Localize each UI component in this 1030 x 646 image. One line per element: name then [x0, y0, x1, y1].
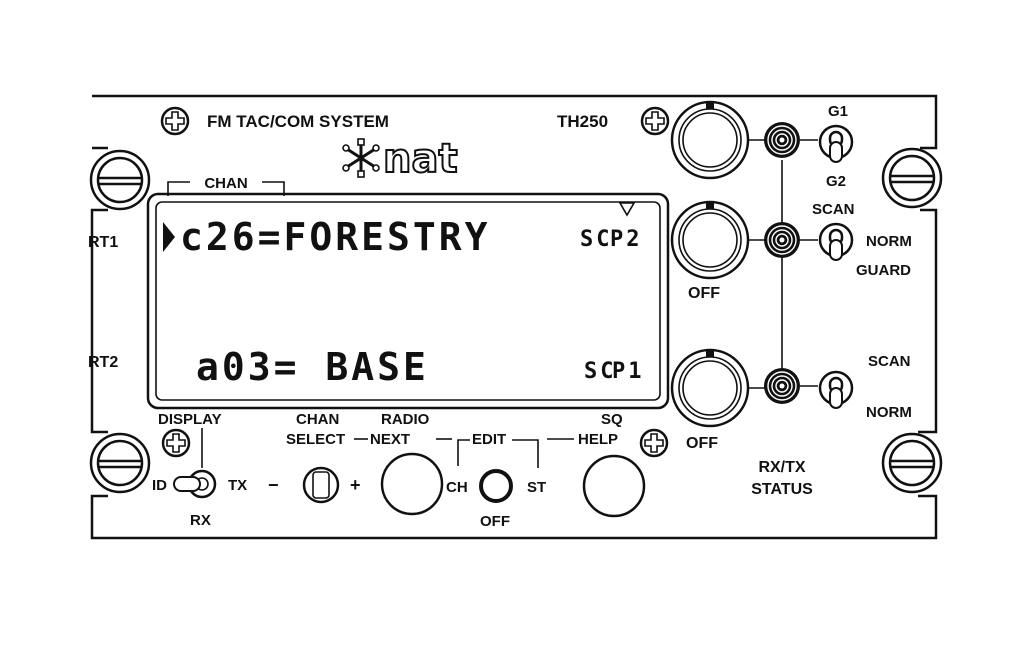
toggle-switch-scan-norm[interactable]	[818, 370, 854, 409]
toggle-scan1-bottom-label: GUARD	[856, 262, 911, 279]
status-line-2: STATUS	[751, 481, 813, 498]
lcd-row-1-status-scan: SC	[580, 227, 613, 252]
help-label: HELP	[578, 431, 618, 448]
nat-snowflake-icon	[342, 138, 380, 178]
status-line-1: RX/TX	[758, 459, 805, 476]
chan-select-label: SELECT	[286, 431, 345, 448]
toggle-g-bottom-label: G2	[826, 173, 846, 190]
knob-3-off-label: OFF	[686, 435, 718, 452]
lcd-row-2-status-priority: P1	[612, 359, 645, 384]
toggle-g-top-label: G1	[828, 103, 848, 120]
model-number: TH250	[557, 112, 608, 131]
edit-off-label: OFF	[480, 513, 510, 530]
selection-cursor-icon	[163, 222, 175, 252]
edit-ch-label: CH	[446, 479, 468, 496]
knob-2-off-label: OFF	[688, 285, 720, 302]
antenna-jack-1	[764, 122, 818, 158]
volume-knob-3[interactable]	[670, 348, 767, 428]
phillips-screw-help	[639, 428, 669, 458]
sq-help-button[interactable]	[582, 454, 646, 518]
display-switch-title: DISPLAY	[158, 411, 222, 428]
lcd-row-2-status-scan: SC	[584, 359, 617, 384]
lcd-row-1-text: c26=FORESTRY	[180, 215, 491, 259]
toggle-switch-scan-norm-guard[interactable]	[818, 222, 854, 261]
toggle-scan1-top-label: SCAN	[812, 201, 855, 218]
panel-outline	[90, 94, 938, 540]
chan-select-top-label: CHAN	[296, 411, 339, 428]
antenna-jack-3	[764, 368, 818, 404]
chan-bracket-label: CHAN	[204, 175, 247, 192]
toggle-switch-g1-g2[interactable]	[818, 124, 854, 163]
radio-next-label: NEXT	[370, 431, 410, 448]
antenna-jack-2	[764, 222, 818, 258]
edit-knob[interactable]	[479, 469, 513, 503]
mounting-screw-right-bottom	[881, 432, 943, 494]
mounting-screw-left-bottom	[89, 432, 151, 494]
display-switch-tx-label: TX	[228, 477, 247, 494]
phillips-screw-display	[161, 428, 191, 458]
edit-st-label: ST	[527, 479, 546, 496]
lcd-row-2-text: a03= BASE	[196, 345, 429, 389]
lcd-screen	[155, 201, 661, 401]
phillips-screw-top-left	[160, 106, 190, 136]
triangle-down-icon	[618, 202, 636, 217]
edit-bracket	[457, 439, 539, 468]
panel-title: FM TAC/COM SYSTEM	[207, 112, 389, 131]
volume-knob-1[interactable]	[670, 100, 767, 180]
display-mode-switch[interactable]	[173, 469, 217, 499]
radio-next-button[interactable]	[380, 452, 444, 516]
brand-logo: nat	[383, 136, 458, 182]
rt1-label: RT1	[88, 234, 118, 251]
channel-select-thumbwheel[interactable]	[302, 466, 340, 504]
chan-select-plus: +	[350, 475, 361, 495]
chan-bracket	[167, 181, 285, 196]
radio-next-top-label: RADIO	[381, 411, 430, 428]
mounting-screw-left-top	[89, 149, 151, 211]
chan-select-minus: −	[268, 475, 279, 495]
toggle-scan2-top-label: SCAN	[868, 353, 911, 370]
rt2-label: RT2	[88, 354, 118, 371]
display-switch-rx-label: RX	[190, 512, 211, 529]
display-switch-id-label: ID	[152, 477, 167, 494]
toggle-scan2-bottom-label: NORM	[866, 404, 912, 421]
edit-label: EDIT	[472, 431, 506, 448]
mounting-screw-right-top	[881, 147, 943, 209]
toggle-scan1-side-label: NORM	[866, 233, 912, 250]
display-frame	[146, 192, 670, 410]
phillips-screw-top-right	[640, 106, 670, 136]
sq-top-label: SQ	[601, 411, 623, 428]
lcd-row-1-status-priority: P2	[610, 227, 643, 252]
volume-knob-2[interactable]	[670, 200, 767, 280]
